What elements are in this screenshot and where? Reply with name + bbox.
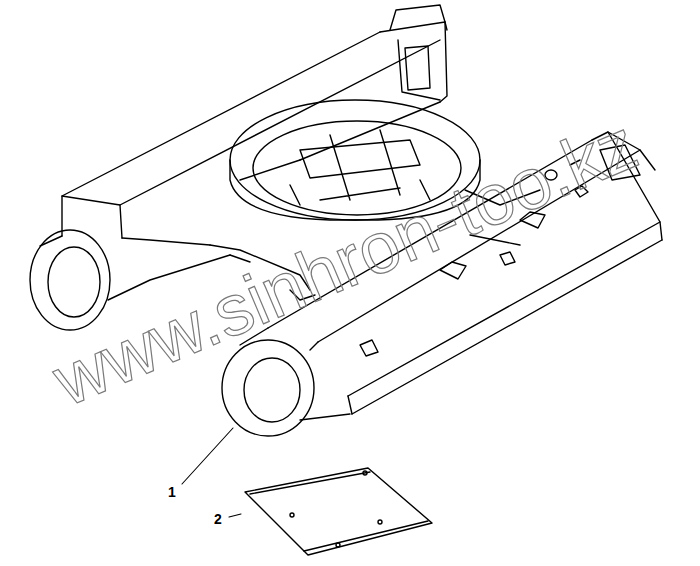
watermark-text: www.sinhron-too.kz [44,107,647,417]
callout-number: 1 [166,484,178,500]
callout-number: 2 [212,511,224,527]
